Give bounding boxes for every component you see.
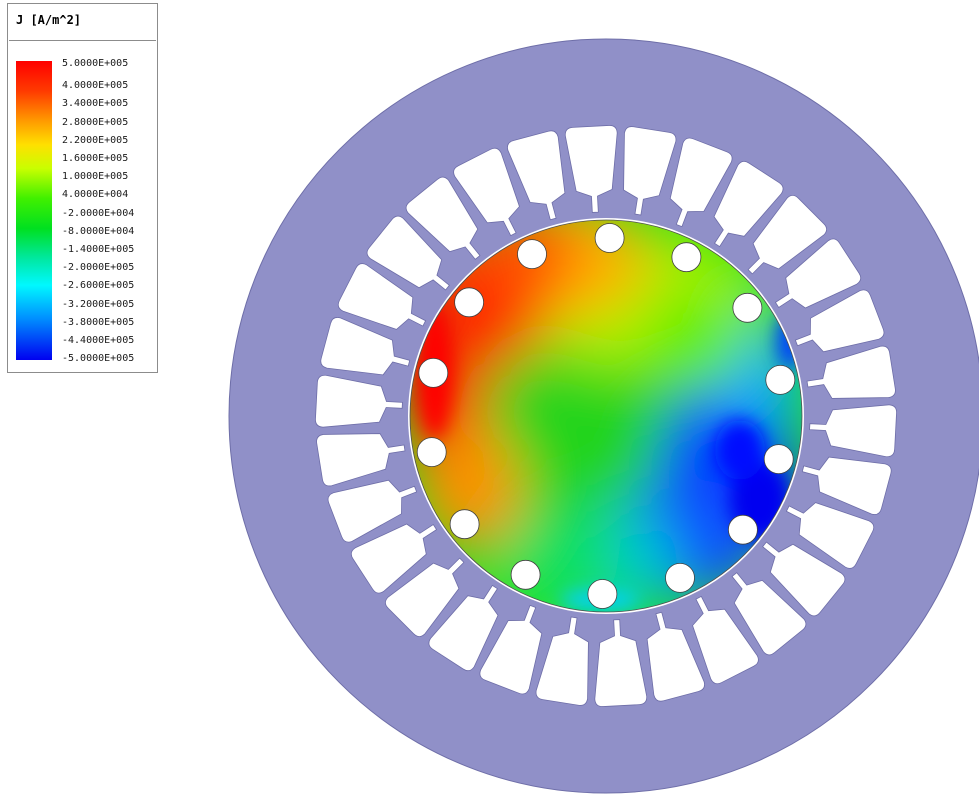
rotor-bar bbox=[416, 437, 447, 468]
legend-tick-label: -2.0000E+004 bbox=[62, 207, 135, 219]
rotor-bar bbox=[732, 292, 763, 323]
legend-tick-label: 5.0000E+005 bbox=[62, 58, 129, 69]
legend-tick-label: -8.0000E+004 bbox=[62, 225, 135, 237]
stator-slot bbox=[762, 541, 846, 617]
legend-tick-label: -5.0000E+005 bbox=[62, 353, 135, 365]
stator-slot bbox=[801, 456, 892, 515]
stator-slot bbox=[806, 345, 896, 399]
stator-slot bbox=[646, 611, 705, 702]
stator-slot bbox=[713, 160, 784, 248]
stator-slot bbox=[564, 125, 618, 213]
legend-tick-label: 3.4000E+005 bbox=[62, 98, 129, 110]
stator-slot bbox=[594, 619, 648, 707]
stator-slot bbox=[405, 176, 481, 260]
rotor-bar bbox=[587, 579, 618, 609]
legend-panel: J [A/m^2] 5.0000E+005 4.0000E+005 3.4000E+… bbox=[7, 3, 158, 373]
stator-slot bbox=[785, 502, 875, 569]
legend-tick-label: -1.4000E+005 bbox=[62, 244, 135, 255]
rotor-bar bbox=[728, 514, 758, 545]
rotor-bar bbox=[454, 287, 485, 318]
legend-title: J [A/m^2] bbox=[16, 13, 82, 27]
stator-slot bbox=[809, 404, 897, 458]
legend-tick-label: 2.2000E+005 bbox=[62, 134, 129, 146]
stator-slot bbox=[479, 604, 543, 695]
stator-slots bbox=[315, 125, 897, 707]
legend-divider bbox=[9, 40, 156, 41]
legend-tick-label: -4.4000E+005 bbox=[62, 335, 135, 346]
rotor-bar bbox=[517, 239, 547, 270]
rotor-bar bbox=[418, 357, 449, 388]
stator-slot bbox=[315, 374, 403, 428]
legend-tick-label: -3.2000E+005 bbox=[62, 298, 135, 310]
stator-slot bbox=[535, 616, 589, 706]
stator-slot bbox=[794, 289, 885, 353]
rotor-bar bbox=[449, 509, 480, 540]
rotor-bars bbox=[416, 223, 796, 609]
stator-slot bbox=[320, 317, 411, 376]
legend-tick-label: -3.8000E+005 bbox=[62, 316, 135, 328]
legend-tick-label: 1.0000E+005 bbox=[62, 171, 129, 183]
stator-slot bbox=[366, 215, 450, 291]
rotor-bar bbox=[765, 364, 796, 395]
legend-tick-label: -2.6000E+005 bbox=[62, 280, 135, 292]
rotor-bar bbox=[671, 242, 702, 273]
stator-slot bbox=[731, 572, 807, 656]
stator-slot bbox=[337, 263, 427, 330]
legend-tick-label: 4.0000E+005 bbox=[62, 80, 129, 92]
stator-slot bbox=[428, 584, 499, 672]
stator-slot bbox=[747, 194, 828, 275]
stator-slot bbox=[350, 523, 438, 594]
stator-slot bbox=[669, 137, 733, 228]
stator-slot bbox=[774, 238, 862, 309]
stator-slot bbox=[507, 130, 566, 221]
rotor-bar bbox=[763, 444, 794, 475]
stator-slot bbox=[327, 479, 418, 543]
rotor-bar bbox=[594, 223, 625, 253]
legend-tick-label: 1.6000E+005 bbox=[62, 153, 129, 164]
stator-slot bbox=[316, 433, 406, 487]
stator-slot bbox=[623, 126, 677, 216]
rotor-bar bbox=[665, 563, 695, 593]
legend-tick-label: 2.8000E+005 bbox=[62, 116, 129, 128]
color-scale-bar bbox=[16, 61, 52, 360]
legend-tick-label: -2.0000E+005 bbox=[62, 262, 135, 274]
legend-tick-label: 4.0000E+004 bbox=[62, 189, 129, 201]
stator-slot bbox=[384, 557, 465, 638]
rotor-bar bbox=[510, 559, 541, 590]
stator-slot bbox=[453, 147, 520, 237]
stator-slot bbox=[692, 595, 759, 685]
